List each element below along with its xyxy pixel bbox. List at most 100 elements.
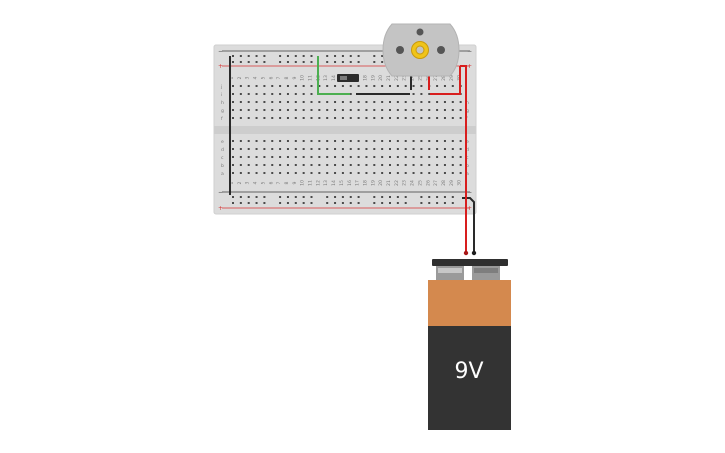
terminal-hole[interactable] (239, 148, 242, 150)
terminal-hole[interactable] (373, 101, 376, 103)
terminal-hole[interactable] (373, 148, 376, 150)
rail-hole[interactable] (436, 196, 439, 198)
rail-hole[interactable] (286, 55, 289, 57)
rail-hole[interactable] (341, 55, 344, 57)
rail-hole[interactable] (357, 202, 360, 204)
terminal-hole[interactable] (318, 164, 321, 166)
terminal-hole[interactable] (443, 85, 446, 87)
terminal-hole[interactable] (428, 117, 431, 119)
terminal-hole[interactable] (389, 156, 391, 158)
terminal-hole[interactable] (412, 93, 415, 95)
terminal-hole[interactable] (239, 85, 242, 87)
terminal-hole[interactable] (389, 148, 391, 150)
rail-hole[interactable] (302, 61, 305, 63)
rail-hole[interactable] (310, 202, 313, 204)
terminal-hole[interactable] (451, 140, 454, 142)
rail-hole[interactable] (349, 55, 352, 57)
terminal-hole[interactable] (334, 148, 337, 150)
terminal-hole[interactable] (451, 172, 454, 174)
rail-hole[interactable] (404, 196, 407, 198)
rail-hole[interactable] (326, 55, 329, 57)
terminal-hole[interactable] (381, 172, 384, 174)
rail-hole[interactable] (232, 202, 234, 204)
rail-hole[interactable] (286, 61, 289, 63)
rail-hole[interactable] (326, 61, 329, 63)
terminal-hole[interactable] (436, 156, 439, 158)
terminal-hole[interactable] (357, 172, 360, 174)
terminal-hole[interactable] (247, 164, 250, 166)
dc-motor[interactable] (382, 23, 460, 90)
terminal-hole[interactable] (239, 172, 242, 174)
terminal-hole[interactable] (404, 148, 407, 150)
terminal-hole[interactable] (334, 172, 337, 174)
terminal-hole[interactable] (294, 109, 297, 111)
terminal-hole[interactable] (239, 109, 242, 111)
rail-hole[interactable] (294, 61, 297, 63)
terminal-hole[interactable] (365, 156, 368, 158)
terminal-hole[interactable] (286, 156, 289, 158)
rail-hole[interactable] (294, 202, 297, 204)
terminal-hole[interactable] (373, 164, 376, 166)
terminal-hole[interactable] (310, 164, 313, 166)
rail-hole[interactable] (310, 196, 313, 198)
terminal-hole[interactable] (459, 140, 462, 142)
slide-switch-knob[interactable] (340, 76, 347, 80)
terminal-hole[interactable] (365, 117, 368, 119)
terminal-hole[interactable] (396, 156, 399, 158)
terminal-hole[interactable] (436, 140, 439, 142)
rail-hole[interactable] (389, 202, 391, 204)
terminal-hole[interactable] (263, 117, 266, 119)
terminal-hole[interactable] (326, 172, 329, 174)
terminal-hole[interactable] (294, 140, 297, 142)
rail-hole[interactable] (302, 55, 305, 57)
terminal-hole[interactable] (459, 101, 462, 103)
terminal-hole[interactable] (389, 140, 391, 142)
rail-hole[interactable] (373, 202, 376, 204)
rail-hole[interactable] (239, 55, 242, 57)
rail-hole[interactable] (451, 196, 454, 198)
terminal-hole[interactable] (239, 117, 242, 119)
terminal-hole[interactable] (349, 172, 352, 174)
terminal-hole[interactable] (381, 85, 384, 87)
rail-hole[interactable] (294, 55, 297, 57)
terminal-hole[interactable] (443, 172, 446, 174)
terminal-hole[interactable] (318, 85, 321, 87)
terminal-hole[interactable] (459, 172, 462, 174)
terminal-hole[interactable] (420, 93, 423, 95)
terminal-hole[interactable] (310, 93, 313, 95)
terminal-hole[interactable] (341, 164, 344, 166)
terminal-hole[interactable] (255, 156, 258, 158)
terminal-hole[interactable] (451, 148, 454, 150)
terminal-hole[interactable] (255, 172, 258, 174)
terminal-hole[interactable] (365, 85, 368, 87)
terminal-hole[interactable] (239, 164, 242, 166)
terminal-hole[interactable] (381, 109, 384, 111)
terminal-hole[interactable] (247, 101, 250, 103)
terminal-hole[interactable] (341, 109, 344, 111)
rail-hole[interactable] (232, 61, 234, 63)
terminal-hole[interactable] (255, 109, 258, 111)
terminal-hole[interactable] (443, 140, 446, 142)
terminal-hole[interactable] (310, 85, 313, 87)
terminal-hole[interactable] (451, 117, 454, 119)
terminal-hole[interactable] (247, 140, 250, 142)
terminal-hole[interactable] (302, 117, 305, 119)
terminal-hole[interactable] (373, 109, 376, 111)
terminal-hole[interactable] (396, 117, 399, 119)
terminal-hole[interactable] (428, 148, 431, 150)
terminal-hole[interactable] (365, 140, 368, 142)
terminal-hole[interactable] (459, 148, 462, 150)
terminal-hole[interactable] (381, 117, 384, 119)
rail-hole[interactable] (286, 202, 289, 204)
rail-hole[interactable] (326, 202, 329, 204)
terminal-hole[interactable] (381, 156, 384, 158)
rail-hole[interactable] (255, 196, 258, 198)
rail-hole[interactable] (349, 61, 352, 63)
rail-hole[interactable] (404, 202, 407, 204)
terminal-hole[interactable] (365, 101, 368, 103)
terminal-hole[interactable] (341, 117, 344, 119)
terminal-hole[interactable] (255, 101, 258, 103)
rail-hole[interactable] (389, 196, 391, 198)
terminal-hole[interactable] (247, 156, 250, 158)
rail-hole[interactable] (302, 196, 305, 198)
